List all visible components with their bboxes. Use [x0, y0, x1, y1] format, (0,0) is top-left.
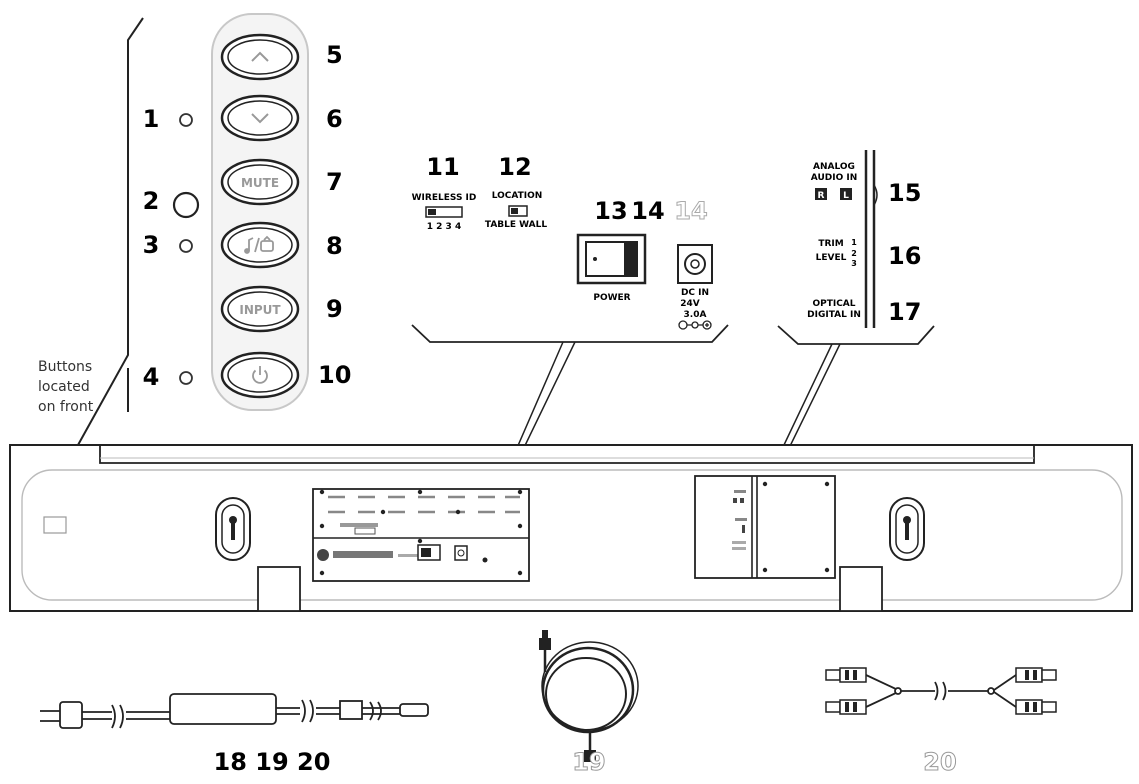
music-tv-button[interactable] — [220, 221, 300, 269]
location-positions-label: TABLE WALL — [485, 220, 548, 230]
right-detail-bracket — [777, 325, 935, 345]
rca-cable-callout: 20 — [923, 748, 956, 776]
callout-8: 8 — [326, 232, 343, 260]
callout-13: 13 — [594, 197, 627, 225]
callout-15: 15 — [888, 179, 921, 207]
indicator-led-3 — [179, 239, 193, 253]
trim-pos-1: 1 — [851, 238, 857, 247]
volume-up-button[interactable] — [220, 33, 300, 81]
callout-4: 4 — [143, 363, 160, 391]
left-detail-bracket — [411, 324, 729, 343]
foot-left — [257, 566, 301, 612]
power-switch[interactable] — [576, 233, 647, 285]
button-strip-area: MUTE INPUT — [38, 13, 351, 446]
mute-label: MUTE — [241, 176, 279, 190]
analog-l-jack[interactable]: L — [840, 188, 852, 201]
soundbar-body — [9, 444, 1133, 612]
callout-3: 3 — [143, 231, 160, 259]
callout-6: 6 — [326, 105, 343, 133]
polarity-icon — [678, 320, 712, 330]
wireless-id-label: WIRELESS ID — [412, 193, 477, 203]
optical-cable-illustration — [539, 630, 639, 762]
power-button[interactable] — [220, 351, 300, 399]
dc-in-label-3: 3.0A — [684, 310, 707, 320]
callout-12: 12 — [498, 153, 531, 181]
input-button[interactable]: INPUT — [220, 285, 300, 333]
note-line-1: Buttons — [38, 359, 92, 375]
callout-9: 9 — [326, 295, 343, 323]
power-label: POWER — [593, 293, 630, 303]
wireless-id-switch[interactable] — [425, 206, 463, 218]
analog-label-1: ANALOG — [813, 162, 855, 172]
trim-pos-2: 2 — [851, 249, 857, 258]
callout-1: 1 — [143, 105, 160, 133]
callout-16: 16 — [888, 242, 921, 270]
dc-in-jack[interactable] — [677, 244, 713, 284]
callout-11: 11 — [426, 153, 459, 181]
foot-right — [839, 566, 883, 612]
callout-7: 7 — [326, 168, 343, 196]
right-connector-plate — [694, 475, 836, 579]
optical-cable-callout: 19 — [572, 748, 605, 776]
svg-text:R: R — [818, 191, 825, 201]
volume-down-button[interactable] — [220, 94, 300, 142]
mute-button[interactable]: MUTE — [220, 158, 300, 206]
note-line-3: on front — [38, 399, 94, 415]
trim-label-1: TRIM — [818, 239, 843, 249]
analog-r-jack[interactable]: R — [815, 188, 827, 201]
music-tv-icon — [244, 235, 274, 254]
keyhole-mount-left — [215, 497, 251, 561]
chevron-down-icon — [251, 113, 269, 124]
note-line-2: located — [38, 379, 90, 395]
callout-14: 14 — [631, 197, 664, 225]
svg-text:L: L — [843, 191, 849, 201]
trim-label-2: LEVEL — [816, 253, 847, 263]
right-panel-detail: ANALOG AUDIO IN R L 15 TRIM LEVEL 1 2 3 … — [763, 150, 935, 488]
optical-label-1: OPTICAL — [812, 299, 855, 309]
indicator-led-1 — [179, 113, 193, 127]
location-switch[interactable] — [508, 205, 528, 217]
wireless-positions-label: 1 2 3 4 — [427, 222, 461, 232]
dc-in-label-2: 24V — [680, 299, 700, 309]
optical-label-2: DIGITAL IN — [807, 310, 861, 320]
power-adapter-illustration — [40, 693, 429, 729]
location-label: LOCATION — [492, 191, 543, 201]
soundbar-rear — [9, 444, 1133, 612]
ir-sensor-2 — [172, 191, 200, 219]
callout-10: 10 — [318, 361, 351, 389]
trim-pos-3: 3 — [851, 259, 857, 268]
keyhole-mount-right — [889, 497, 925, 561]
rca-cable-illustration — [825, 667, 1057, 715]
dc-in-label-1: DC IN — [681, 288, 709, 298]
chevron-up-icon — [251, 51, 269, 62]
callout-14-outline: 14 — [674, 197, 707, 225]
left-panel-detail: 11 12 WIRELESS ID 1 2 3 4 LOCATION TABLE… — [411, 153, 729, 488]
adapter-callout: 18 19 20 — [214, 748, 331, 776]
power-icon — [252, 366, 268, 384]
indicator-led-4 — [179, 371, 193, 385]
input-label: INPUT — [239, 303, 281, 317]
analog-label-2: AUDIO IN — [811, 173, 857, 183]
callout-17: 17 — [888, 298, 921, 326]
left-connector-plate — [312, 488, 530, 582]
callout-2: 2 — [143, 187, 160, 215]
callout-5: 5 — [326, 41, 343, 69]
